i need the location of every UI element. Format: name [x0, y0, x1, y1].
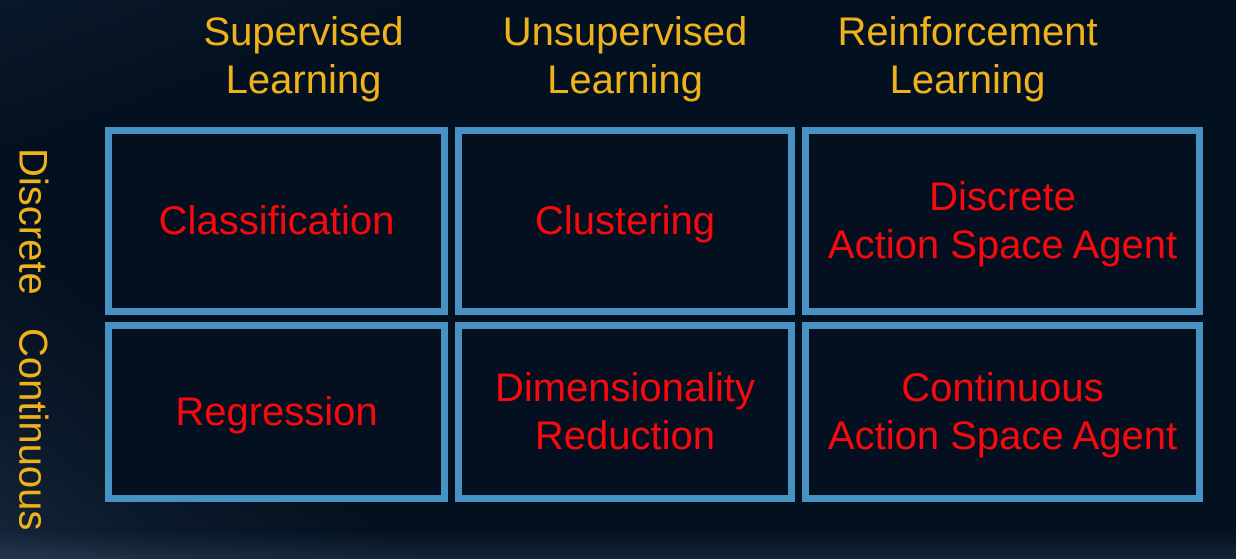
row-header-continuous: Continuous	[10, 328, 55, 531]
cell-clustering: Clustering	[455, 127, 795, 315]
cell-discrete-action-space-agent: Discrete Action Space Agent	[802, 127, 1203, 315]
column-header-unsupervised-learning: Unsupervised Learning	[502, 10, 748, 102]
column-header-reinforcement-learning: Reinforcement Learning	[837, 10, 1098, 102]
cell-regression: Regression	[105, 322, 448, 502]
column-header-supervised-learning: Supervised Learning	[203, 10, 404, 102]
cell-continuous-action-space-agent: Continuous Action Space Agent	[802, 322, 1203, 502]
cell-dimensionality-reduction: Dimensionality Reduction	[455, 322, 795, 502]
row-header-discrete: Discrete	[10, 147, 55, 295]
cell-classification: Classification	[105, 127, 448, 315]
